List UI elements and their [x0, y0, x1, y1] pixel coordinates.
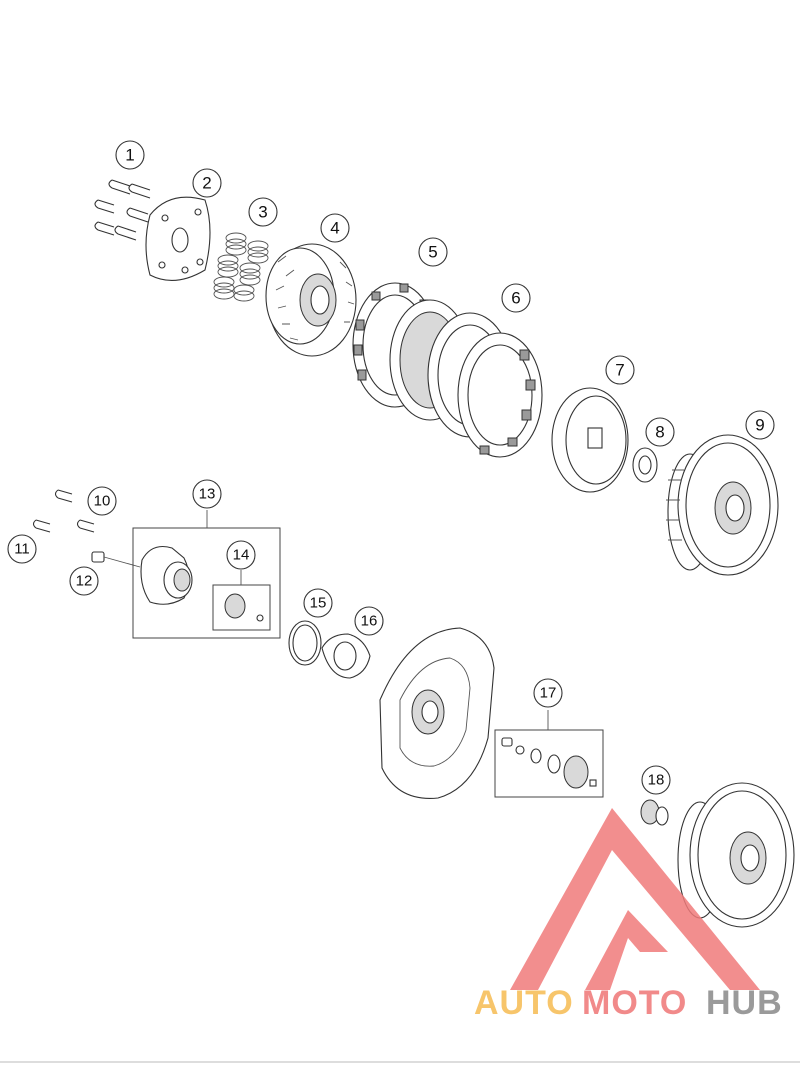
watermark-text: AUTO MOTO HUB — [474, 984, 783, 1022]
callout-6: 6 — [501, 283, 531, 313]
part-17-kit — [494, 710, 604, 798]
callout-17: 17 — [533, 678, 563, 708]
part-3-springs — [213, 232, 269, 302]
svg-text:AUTO: AUTO — [474, 984, 574, 1022]
svg-text:8: 8 — [655, 423, 664, 442]
callout-11: 11 — [7, 534, 37, 564]
svg-text:4: 4 — [330, 219, 339, 238]
callouts: 1 2 3 4 5 6 7 8 9 10 11 12 13 14 15 16 1… — [7, 140, 775, 795]
svg-text:MOTO: MOTO — [582, 984, 687, 1022]
callout-10: 10 — [87, 486, 117, 516]
svg-text:1: 1 — [125, 146, 134, 165]
svg-text:13: 13 — [199, 486, 216, 503]
svg-text:12: 12 — [76, 573, 93, 590]
callout-4: 4 — [320, 213, 350, 243]
part-12-bleed-screw — [91, 551, 141, 568]
svg-text:10: 10 — [94, 493, 111, 510]
callout-8: 8 — [645, 417, 675, 447]
part-13-slave-cylinder — [132, 510, 281, 639]
callout-12: 12 — [69, 566, 99, 596]
svg-text:16: 16 — [361, 613, 378, 630]
svg-text:3: 3 — [258, 203, 267, 222]
part-14-piston-kit — [212, 570, 271, 631]
part-18-bushing — [640, 799, 669, 826]
svg-text:2: 2 — [202, 174, 211, 193]
part-6-steel-plates — [427, 312, 543, 458]
clutch-basket-assembly — [677, 782, 795, 928]
part-9-clutch-basket — [666, 434, 779, 576]
svg-text:9: 9 — [755, 416, 764, 435]
callout-18: 18 — [641, 765, 671, 795]
svg-text:HUB: HUB — [706, 984, 783, 1022]
svg-text:15: 15 — [310, 595, 327, 612]
part-4-clutch-hub — [265, 243, 357, 357]
part-7-pressure-disc — [551, 387, 629, 493]
callout-16: 16 — [354, 606, 384, 636]
callout-13: 13 — [192, 479, 222, 509]
part-11-screw — [32, 519, 51, 533]
callout-15: 15 — [303, 588, 333, 618]
watermark-logo-mark — [510, 808, 760, 990]
callout-7: 7 — [605, 355, 635, 385]
svg-text:7: 7 — [615, 361, 624, 380]
part-2-pressure-plate — [145, 196, 211, 281]
part-1-bolts — [94, 179, 151, 241]
svg-text:6: 6 — [511, 289, 520, 308]
svg-text:18: 18 — [648, 772, 665, 789]
callout-3: 3 — [248, 197, 278, 227]
part-16-gasket — [321, 633, 371, 679]
callout-14: 14 — [226, 540, 256, 570]
part-10-screws — [54, 489, 95, 533]
watermark-logo — [510, 808, 760, 990]
svg-text:14: 14 — [233, 547, 250, 564]
svg-text:11: 11 — [14, 541, 30, 558]
part-8-washer — [632, 447, 658, 483]
svg-text:5: 5 — [428, 243, 437, 262]
part-15-o-ring — [288, 620, 322, 666]
clutch-cover — [379, 627, 495, 799]
callout-1: 1 — [115, 140, 145, 170]
svg-text:17: 17 — [540, 685, 557, 702]
callout-2: 2 — [192, 168, 222, 198]
callout-5: 5 — [418, 237, 448, 267]
callout-9: 9 — [745, 410, 775, 440]
